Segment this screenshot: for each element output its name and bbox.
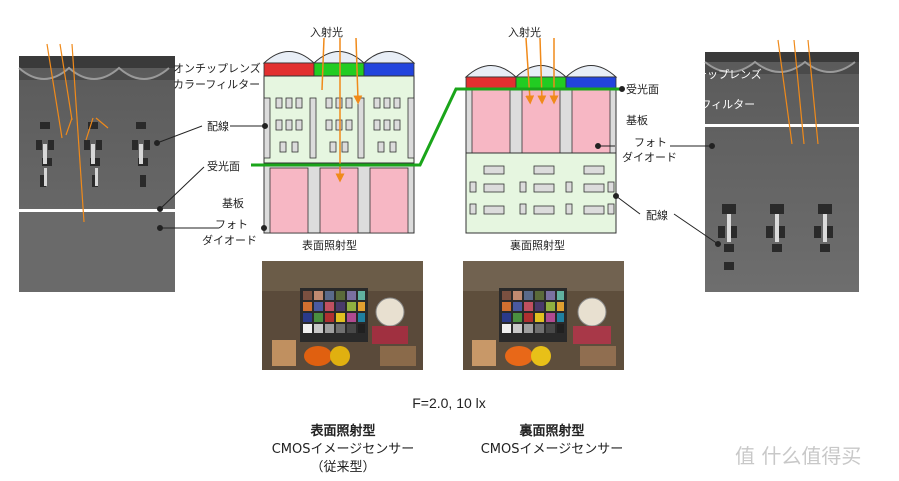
fsi-caption: 表面照射型 (302, 238, 357, 252)
bsi-caption: 裏面照射型 (510, 238, 565, 252)
fsi-wiring-label: 配線 (207, 119, 229, 133)
bsi-photodiode-label-1: フォト (634, 136, 667, 149)
bsi-wiring-label: 配線 (646, 208, 668, 222)
bsi-substrate-label: 基板 (626, 113, 648, 127)
fsi-bottom-note: （従来型） (310, 460, 375, 475)
right-sem-image (704, 39, 859, 292)
fsi-bottom-sub: CMOSイメージセンサー (272, 442, 415, 457)
condition-label: F=2.0, 10 lx (412, 395, 486, 411)
watermark-text: 值 什么值得买 (735, 444, 861, 468)
bsi-cross-section (464, 37, 618, 234)
bsi-surface-label: 受光面 (626, 82, 659, 96)
bsi-photodiode-label-2: ダイオード (622, 150, 677, 164)
fsi-photodiode-label-1: フォト (215, 218, 248, 231)
bsi-bottom-title: 裏面照射型 (518, 423, 584, 439)
bsi-sample-photo (463, 261, 624, 370)
bsi-filter-label: カラーフィルター (668, 98, 755, 111)
bsi-blue-filter (565, 76, 617, 90)
fsi-substrate-label: 基板 (222, 196, 244, 210)
bsi-red-filter (465, 76, 517, 90)
fsi-bottom-title: 表面照射型 (309, 423, 375, 439)
fsi-blue-filter (363, 62, 415, 77)
fsi-sample-photo (262, 261, 423, 370)
fsi-red-filter (263, 62, 315, 77)
fsi-lens-label: オンチップレンズ (173, 61, 261, 75)
fsi-photodiode-label-2: ダイオード (202, 233, 257, 247)
bsi-bottom-sub: CMOSイメージセンサー (481, 442, 624, 457)
fsi-cross-section (262, 37, 416, 234)
fsi-surface-label: 受光面 (207, 159, 240, 173)
leader-lines (154, 86, 721, 247)
bsi-lens-label: オンチップレンズ (674, 67, 762, 81)
fsi-filter-label: カラーフィルター (173, 78, 260, 91)
bsi-incident-light-label: 入射光 (508, 25, 541, 39)
light-receiving-surface-line (251, 87, 622, 167)
left-sem-image (18, 43, 175, 292)
fsi-incident-light-label: 入射光 (310, 25, 343, 39)
